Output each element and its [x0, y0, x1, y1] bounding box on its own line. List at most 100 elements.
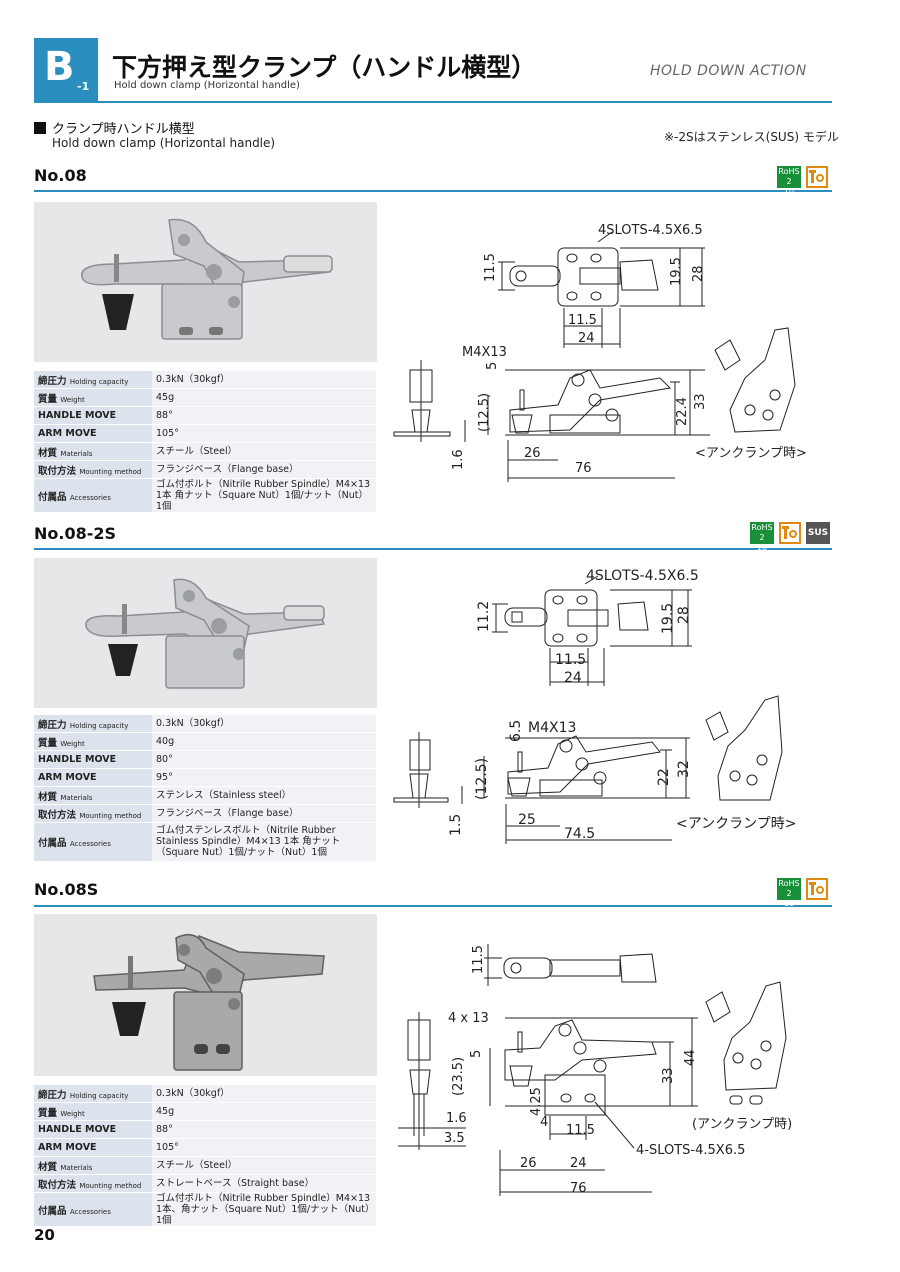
- svg-text:1.6: 1.6: [446, 1111, 467, 1126]
- dimension-drawing: 4SLOTS-4.5X6.5 11.2 19.5 28 11.5 24 M4X1…: [393, 568, 796, 844]
- svg-text:11.5: 11.5: [568, 313, 597, 328]
- svg-text:28: 28: [676, 606, 692, 624]
- svg-text:44: 44: [683, 1049, 698, 1066]
- svg-text:<アンクランプ時>: <アンクランプ時>: [676, 816, 796, 832]
- sus-badge: SUS: [806, 522, 830, 544]
- svg-text:22.4: 22.4: [675, 397, 690, 426]
- svg-text:4SLOTS-4.5X6.5: 4SLOTS-4.5X6.5: [586, 568, 699, 584]
- svg-text:5: 5: [469, 1050, 484, 1058]
- dimension-drawing: 11.5 4 x 13 5 (23.5) 33 44 4.25 4 11.5 1…: [398, 944, 792, 1196]
- product-rule: [34, 190, 832, 192]
- svg-text:26: 26: [520, 1156, 537, 1171]
- tool-icon: [806, 166, 828, 188]
- svg-text:33: 33: [661, 1067, 676, 1084]
- section-subtitle: Hold down clamp (Horizontal handle): [52, 136, 276, 150]
- svg-text:M4X13: M4X13: [528, 720, 576, 736]
- svg-text:19.5: 19.5: [669, 257, 684, 286]
- product-photo: [34, 558, 377, 708]
- product-title: No.08-2S: [34, 524, 117, 543]
- product-photo: [34, 202, 377, 362]
- product-rule: [34, 905, 832, 907]
- section-badge-sub: -1: [77, 80, 90, 93]
- svg-text:5: 5: [485, 362, 500, 370]
- section-title: クランプ時ハンドル横型: [52, 122, 195, 137]
- header-rule: [34, 101, 832, 103]
- product-photo: [34, 914, 377, 1076]
- svg-text:6.5: 6.5: [508, 720, 524, 742]
- svg-text:(23.5): (23.5): [451, 1057, 466, 1096]
- dimension-drawing: 4SLOTS-4.5X6.5 11.5 19.5 28 11.5 24 M4X1…: [393, 223, 807, 482]
- section-badge: [34, 38, 98, 102]
- category-label: HOLD DOWN ACTION: [650, 63, 807, 79]
- svg-text:3.5: 3.5: [444, 1131, 465, 1146]
- svg-text:11.5: 11.5: [555, 652, 586, 668]
- svg-text:22: 22: [656, 768, 672, 786]
- svg-text:(12.5): (12.5): [474, 758, 490, 800]
- svg-text:11.2: 11.2: [476, 601, 492, 632]
- svg-text:32: 32: [676, 760, 692, 778]
- svg-text:11.5: 11.5: [471, 945, 486, 974]
- sus-note: ※-2Sはステンレス(SUS) モデル: [664, 130, 839, 144]
- svg-text:24: 24: [564, 670, 582, 686]
- section-badge-letter: B: [44, 44, 75, 90]
- svg-text:19.5: 19.5: [660, 603, 676, 634]
- svg-text:(12.5): (12.5): [477, 393, 492, 432]
- svg-text:4 x 13: 4 x 13: [448, 1011, 489, 1026]
- svg-text:4.25: 4.25: [529, 1087, 544, 1116]
- tool-icon: [806, 878, 828, 900]
- svg-text:76: 76: [575, 461, 592, 476]
- svg-text:74.5: 74.5: [564, 826, 595, 842]
- svg-text:11.5: 11.5: [566, 1123, 595, 1138]
- svg-text:26: 26: [524, 446, 541, 461]
- svg-text:11.5: 11.5: [483, 253, 498, 282]
- svg-text:<アンクランプ時>: <アンクランプ時>: [695, 446, 807, 461]
- tool-icon: [779, 522, 801, 544]
- svg-text:4: 4: [540, 1115, 548, 1130]
- svg-text:1.6: 1.6: [451, 449, 466, 470]
- svg-text:4-SLOTS-4.5X6.5: 4-SLOTS-4.5X6.5: [636, 1143, 745, 1158]
- svg-text:(アンクランプ時): (アンクランプ時): [692, 1117, 792, 1132]
- svg-text:28: 28: [691, 265, 706, 282]
- svg-text:24: 24: [570, 1156, 587, 1171]
- product-title: No.08: [34, 166, 87, 185]
- page-subtitle: Hold down clamp (Horizontal handle): [114, 80, 300, 91]
- svg-text:25: 25: [518, 812, 536, 828]
- page-title: 下方押え型クランプ（ハンドル横型）: [112, 53, 537, 82]
- svg-text:4SLOTS-4.5X6.5: 4SLOTS-4.5X6.5: [598, 223, 703, 238]
- section-bullet-icon: [34, 122, 46, 134]
- product-rule: [34, 548, 832, 550]
- svg-text:24: 24: [578, 331, 595, 346]
- svg-text:M4X13: M4X13: [462, 345, 507, 360]
- product-title: No.08S: [34, 880, 99, 899]
- svg-text:33: 33: [693, 393, 708, 410]
- svg-text:76: 76: [570, 1181, 587, 1196]
- svg-text:1.5: 1.5: [448, 814, 464, 836]
